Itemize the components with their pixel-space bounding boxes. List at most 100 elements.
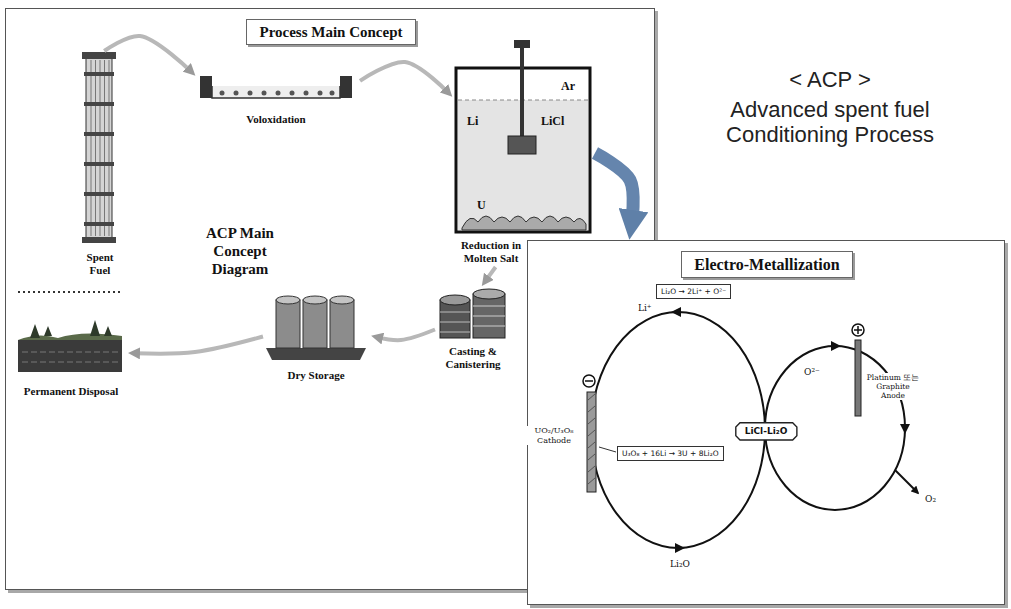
- minus-sign: [585, 380, 593, 382]
- reduction-vessel: [456, 40, 590, 232]
- ion-label: Li⁺: [637, 303, 653, 314]
- title-text: Advanced spent fuel Conditioning Process: [705, 98, 955, 147]
- cask: [276, 300, 300, 348]
- dotted-separator: [18, 291, 122, 293]
- flow-arrow: [671, 307, 681, 317]
- pellet: [234, 91, 239, 96]
- oxygen-cycle: [765, 346, 905, 510]
- trees: [30, 320, 112, 338]
- node-text: LiCl: [541, 115, 564, 129]
- node-text: Voloxidation: [246, 113, 306, 126]
- text-slot: Advanced spent fuel Conditioning Process: [705, 98, 955, 147]
- node-text: Ar: [561, 80, 575, 94]
- canister-bands: [440, 312, 470, 332]
- process-stage: Dry Storage: [263, 289, 371, 384]
- text-slot: Li⁺: [637, 297, 653, 315]
- canister-top: [473, 289, 505, 299]
- fuel-basket: [508, 136, 536, 154]
- canister-top: [440, 295, 470, 305]
- text-slot: Permanent Disposal: [15, 381, 127, 399]
- stirrer-head: [514, 40, 530, 48]
- transfer-arrow: [595, 153, 633, 224]
- canister: [440, 300, 470, 338]
- compound-label: Li₂O: [669, 559, 691, 570]
- anode-electrode: [855, 340, 861, 416]
- plus-sign: [854, 326, 862, 334]
- cathode-hatch: [588, 394, 595, 484]
- node-text: U: [477, 199, 486, 213]
- rock-layers: [22, 352, 118, 362]
- dry-storage-casks: [266, 296, 366, 360]
- cask-top: [330, 296, 354, 304]
- cask-top: [303, 296, 327, 304]
- stirrer-rod: [520, 48, 524, 136]
- flow-arrow: [900, 424, 910, 434]
- process-stage: Voloxidation: [196, 69, 360, 128]
- ion-label: O²⁻: [803, 367, 821, 378]
- casting-canisters: [440, 289, 505, 338]
- octagon-shape: [735, 422, 796, 439]
- text-slot: U: [477, 195, 486, 213]
- cask: [330, 300, 354, 348]
- canister-bands: [473, 306, 505, 326]
- bottom-nozzle: [82, 237, 116, 243]
- fuel-rods: [91, 60, 109, 236]
- text-slot: Process Main Concept: [246, 19, 415, 45]
- text-slot: O²⁻: [803, 361, 821, 379]
- electrode-label: Platinum 또는 Graphite Anode: [863, 373, 923, 400]
- uranium-deposit: [462, 216, 586, 230]
- gas-label: O₂: [924, 494, 937, 505]
- text-slot: Electro-Metallization: [681, 251, 852, 278]
- pellet: [248, 91, 253, 96]
- text-slot: < ACP >: [789, 68, 871, 93]
- text-slot: ACP Main Concept Diagram: [188, 224, 292, 278]
- process-arrow: [104, 36, 191, 72]
- oxygen-release: [895, 470, 918, 493]
- process-stage: Permanent Disposal: [16, 315, 128, 400]
- text-slot: LiCl: [541, 111, 564, 129]
- lithium-cycle: [591, 312, 765, 548]
- fuel-pellets: [220, 91, 335, 96]
- furnace-trough: [212, 86, 340, 98]
- cask: [303, 300, 327, 348]
- cathode-electrode: [587, 392, 596, 492]
- fuel-assembly: [82, 52, 116, 243]
- text-slot: UO₂/U₃O₈ Cathode: [527, 426, 581, 447]
- text-slot: Spent Fuel: [78, 251, 122, 278]
- pellet: [304, 91, 309, 96]
- equation-text: LiCl-Li₂O: [745, 426, 788, 437]
- title-text: < ACP >: [789, 68, 871, 93]
- process-arrow: [485, 267, 495, 281]
- top-nozzle: [82, 52, 116, 59]
- plus-terminal: [852, 324, 864, 336]
- node-text: Casting & Canistering: [440, 345, 506, 370]
- equation-text: U₃O₈ + 16Li → 3U + 8Li₂O: [622, 449, 719, 458]
- voloxidizer: [200, 76, 352, 98]
- text-slot: Ar: [561, 76, 575, 94]
- process-arrow: [134, 337, 263, 354]
- detail-panel: Li₂O → 2Li⁺ + O²⁻ LiCl-Li₂O U₃O₈ + 16Li → …: [527, 240, 1005, 605]
- cask-top: [276, 296, 300, 304]
- text-slot: Voloxidation: [221, 109, 331, 127]
- node-text: Permanent Disposal: [24, 385, 118, 398]
- electrode-label: UO₂/U₃O₈ Cathode: [527, 426, 581, 445]
- node-text: Spent Fuel: [78, 251, 122, 276]
- node-text: Process Main Concept: [246, 19, 415, 45]
- process-stage: Spent Fuel: [69, 51, 133, 279]
- flow-arrow: [675, 543, 685, 553]
- flow-arrow: [831, 341, 841, 351]
- node-text: Electro-Metallization: [681, 251, 852, 278]
- pellet: [290, 91, 295, 96]
- node-text: Dry Storage: [287, 369, 344, 382]
- fuel-body: [86, 58, 112, 238]
- text-slot: Platinum 또는 Graphite Anode: [863, 373, 923, 402]
- text-slot: Li₂O: [669, 553, 691, 571]
- pellet: [262, 91, 267, 96]
- text-slot: O₂: [924, 488, 937, 506]
- text-slot: Casting & Canistering: [440, 345, 506, 372]
- furnace-ends: [200, 76, 352, 98]
- disposal-site: [18, 320, 122, 372]
- equation-box: Li₂O → 2Li⁺ + O²⁻: [656, 284, 731, 299]
- ground: [18, 340, 122, 372]
